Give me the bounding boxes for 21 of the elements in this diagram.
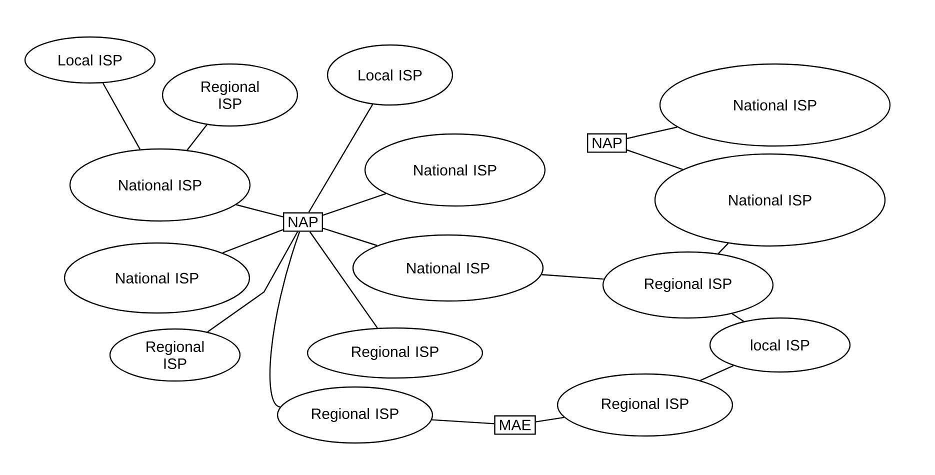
connector-line (432, 419, 494, 424)
connector-line (536, 416, 564, 422)
connector-line (732, 313, 744, 322)
nap-box: MAE (494, 415, 536, 435)
connector-line (542, 274, 604, 280)
connector-line (207, 231, 298, 332)
connector-line (322, 193, 386, 216)
connector-line (269, 232, 300, 408)
connector-line (626, 149, 683, 170)
connector-line (626, 126, 678, 140)
connector-line (718, 243, 729, 254)
connector-line (102, 82, 141, 150)
connector-line (322, 228, 378, 246)
connector-line (222, 229, 284, 254)
connector-line (236, 204, 284, 218)
connector-line (309, 231, 378, 328)
connector-line (186, 124, 208, 150)
nap-box: NAP (282, 212, 324, 232)
connector-line (308, 104, 374, 213)
nap-box: NAP (586, 133, 628, 153)
connector-line (700, 365, 734, 381)
